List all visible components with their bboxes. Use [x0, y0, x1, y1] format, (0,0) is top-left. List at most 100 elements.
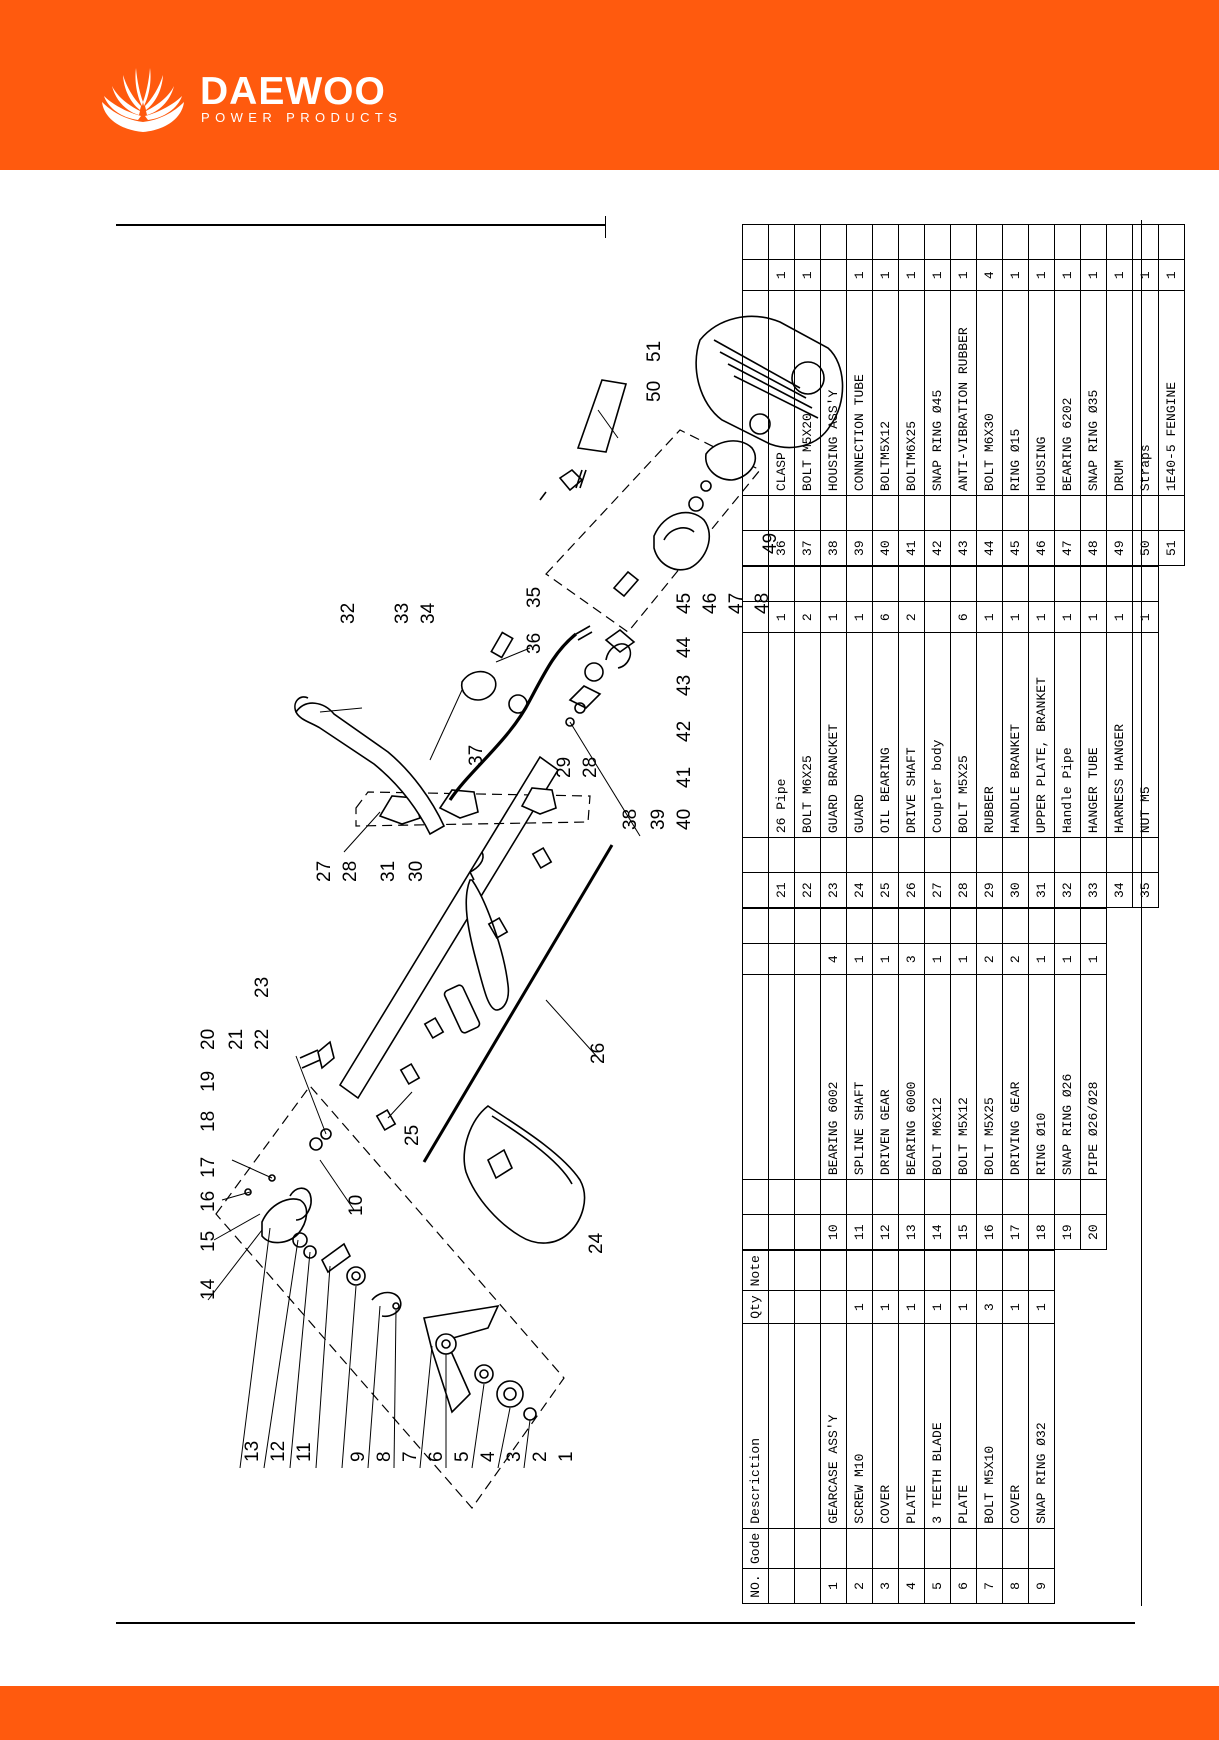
part-note: [846, 566, 873, 602]
daewoo-fan-logo-icon: [102, 68, 184, 132]
callout-labels: 1 2 3 4 5 6 7 8 9 10 11 12 13 14 15 16 1…: [198, 341, 781, 1462]
part-description: BEARING 6000: [898, 974, 925, 1180]
part-qty: 1: [1028, 259, 1055, 291]
part-code: [924, 1179, 951, 1215]
part-description: RUBBER: [976, 632, 1003, 838]
part-code: [1002, 495, 1029, 531]
part-description: RING Ø15: [1002, 290, 1029, 496]
part-number: 23: [820, 872, 847, 908]
callout-21: 21: [226, 1029, 247, 1050]
part-description: OIL BEARING: [872, 632, 899, 838]
callout-17: 17: [198, 1157, 219, 1178]
part-number: 27: [924, 872, 951, 908]
blank-row: [742, 566, 769, 908]
part-number: 3: [872, 1568, 899, 1604]
blank-cell: [794, 908, 821, 944]
part-qty: 1: [1002, 601, 1029, 633]
callout-38: 38: [620, 809, 641, 830]
part-number: 22: [794, 872, 821, 908]
part-number: 9: [1028, 1568, 1055, 1604]
callout-1: 1: [556, 1451, 577, 1462]
callout-16: 16: [198, 1191, 219, 1212]
part-note: [768, 224, 795, 260]
part-number: 24: [846, 872, 873, 908]
part-code: [1080, 837, 1107, 873]
header-note: Note: [742, 1250, 769, 1291]
callout-43: 43: [674, 675, 695, 696]
part-number: 43: [950, 530, 977, 566]
part-qty: 1: [898, 1290, 925, 1324]
blank-row: [768, 908, 795, 1250]
part-note: [1054, 908, 1081, 944]
part-qty: 1: [846, 601, 873, 633]
part-note: [898, 566, 925, 602]
part-note: [1054, 566, 1081, 602]
part-number: 48: [1080, 530, 1107, 566]
part-note: [950, 1250, 977, 1291]
callout-40: 40: [674, 809, 695, 830]
part-code: [846, 837, 873, 873]
frame-top-line: [116, 224, 606, 226]
part-note: [820, 908, 847, 944]
part-qty: 1: [768, 259, 795, 291]
part-description: SNAP RING Ø45: [924, 290, 951, 496]
header-description: Descriction: [742, 1323, 769, 1529]
callout-48: 48: [752, 593, 773, 614]
part-description: SCREW M10: [846, 1323, 873, 1529]
part-number: 14: [924, 1214, 951, 1250]
part-note: [1028, 908, 1055, 944]
part-code: [1080, 495, 1107, 531]
callout-22: 22: [252, 1029, 273, 1050]
part-note: [1028, 1250, 1055, 1291]
part-number: 1: [820, 1568, 847, 1604]
part-code: [1028, 837, 1055, 873]
part-description: BOLT M5X20: [794, 290, 821, 496]
callout-39: 39: [648, 809, 669, 830]
part-number: 5: [924, 1568, 951, 1604]
part-description: DRIVING GEAR: [1002, 974, 1029, 1180]
header-no: NO.: [742, 1568, 769, 1604]
part-description: PIPE Ø26/Ø28: [1080, 974, 1107, 1180]
callout-50: 50: [644, 381, 665, 402]
part-qty: 1: [794, 259, 821, 291]
callout-8: 8: [374, 1451, 395, 1462]
callout-30: 30: [406, 861, 427, 882]
part-qty: 4: [976, 259, 1003, 291]
part-number: 37: [794, 530, 821, 566]
blank-cell: [768, 943, 795, 975]
part-note: [976, 908, 1003, 944]
part-description: COVER: [872, 1323, 899, 1529]
part-qty: 6: [872, 601, 899, 633]
part-note: [950, 224, 977, 260]
part-code: [1002, 1179, 1029, 1215]
part-code: [872, 495, 899, 531]
part-note: [1002, 566, 1029, 602]
part-note: [872, 908, 899, 944]
header-band: [0, 0, 1219, 170]
header-code: Gode: [742, 1528, 769, 1569]
blank-row: [742, 224, 769, 566]
part-number: 6: [950, 1568, 977, 1604]
part-code: [1132, 495, 1159, 531]
callout-37: 37: [466, 745, 487, 766]
part-number: 44: [976, 530, 1003, 566]
part-qty: 1: [1054, 943, 1081, 975]
callout-7: 7: [400, 1451, 421, 1462]
blank-cell: [794, 943, 821, 975]
part-qty: 2: [1002, 943, 1029, 975]
part-qty: 1: [898, 259, 925, 291]
part-description: GUARD: [846, 632, 873, 838]
